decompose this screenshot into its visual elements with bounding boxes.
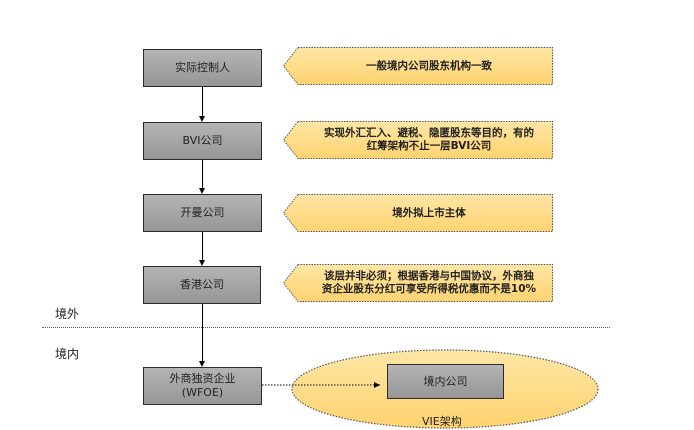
arrowhead-icon xyxy=(199,188,205,194)
entity-cayman-company[interactable]: 开曼公司 xyxy=(143,194,262,232)
entity-bvi-company[interactable]: BVI公司 xyxy=(143,122,262,160)
callout-shape xyxy=(282,264,553,302)
entity-label: 外商独资企业 (WFOE) xyxy=(169,372,236,399)
arrowhead-icon xyxy=(199,361,205,367)
entity-wfoe[interactable]: 外商独资企业 (WFOE) xyxy=(143,367,262,405)
callout-text: 境外拟上市主体 xyxy=(392,206,466,219)
callout-bvi: 实现外汇汇入、避税、隐匿股东等目的，有的 红筹架构不止一层BVI公司 xyxy=(282,121,553,159)
arrowhead-icon xyxy=(199,116,205,122)
offshore-onshore-divider xyxy=(42,327,610,328)
edge-controller-bvi xyxy=(202,87,204,117)
entity-label: 开曼公司 xyxy=(180,206,225,219)
entity-hk-company[interactable]: 香港公司 xyxy=(143,266,261,304)
edge-hk-wfoe xyxy=(202,304,204,362)
callout-shape xyxy=(282,47,553,85)
entity-label: BVI公司 xyxy=(182,134,223,147)
arrowhead-icon xyxy=(199,260,205,266)
callout-text: 该层并非必须；根据香港与中国协议，外商独 资企业股东分红可享受所得税优惠而不是1… xyxy=(321,270,537,295)
entity-label: 香港公司 xyxy=(180,278,224,291)
connector-arrowhead xyxy=(374,382,380,388)
callout-shape xyxy=(282,121,553,159)
entity-actual-controller[interactable]: 实际控制人 xyxy=(143,49,262,87)
region-label-onshore: 境内 xyxy=(55,347,80,361)
entity-label: 实际控制人 xyxy=(175,61,230,74)
edge-bvi-cayman xyxy=(202,160,204,189)
callout-hk: 该层并非必须；根据香港与中国协议，外商独 资企业股东分红可享受所得税优惠而不是1… xyxy=(282,264,553,302)
entity-label: 境内公司 xyxy=(423,374,468,388)
callout-text: 实现外汇汇入、避税、隐匿股东等目的，有的 红筹架构不止一层BVI公司 xyxy=(324,127,534,152)
callout-text: 一般境内公司股东机构一致 xyxy=(366,59,492,72)
edge-cayman-hk xyxy=(202,232,204,261)
vie-structure-label: VIE架构 xyxy=(422,415,462,428)
entity-domestic-company[interactable]: 境内公司 xyxy=(387,364,504,399)
region-label-offshore: 境外 xyxy=(55,307,80,321)
callout-cayman: 境外拟上市主体 xyxy=(282,194,553,232)
callout-controller: 一般境内公司股东机构一致 xyxy=(282,47,553,85)
callout-shape xyxy=(282,194,553,232)
